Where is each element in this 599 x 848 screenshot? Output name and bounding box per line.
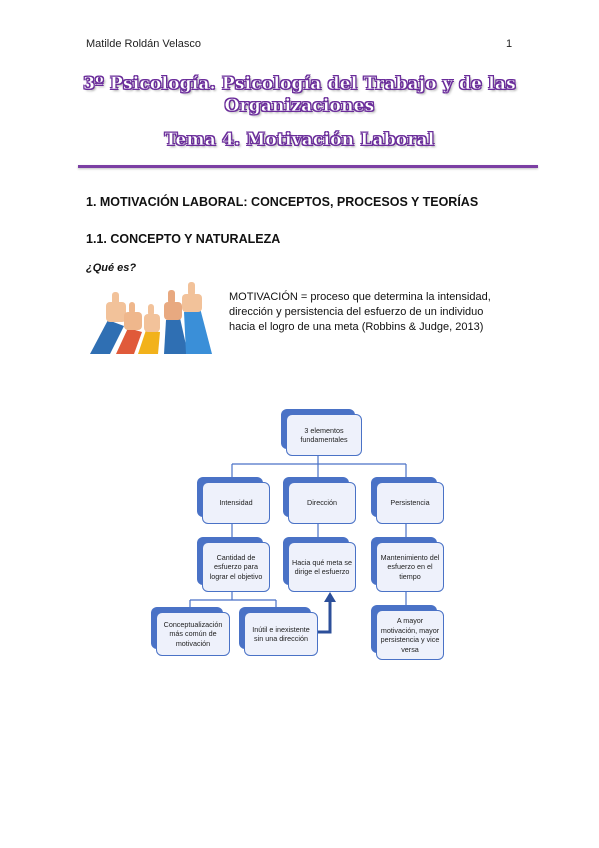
title-divider [78,165,538,168]
section-heading: 1. MOTIVACIÓN LABORAL: CONCEPTOS, PROCES… [86,195,479,209]
motivation-definition: MOTIVACIÓN = proceso que determina la in… [229,291,491,333]
diagram-node-direccion: Dirección [283,477,356,524]
diagram-node-intensidad: Intensidad [197,477,270,524]
thumbs-up-hands-icon [88,280,216,354]
diagram-node-cantidad: Cantidad de esfuerzo para lograr el obje… [197,537,270,592]
diagram-node-conceptualizacion: Conceptualización más común de motivació… [151,607,230,656]
title-line-2: Organizaciones [224,96,375,117]
diagram-node-inutil: Inútil e inexistente sin una dirección [239,607,318,656]
title-line-3: Tema 4. Motivación Laboral [164,130,435,151]
subsection-heading: 1.1. CONCEPTO Y NATURALEZA [86,232,281,246]
diagram-node-mayor: A mayor motivación, mayor persistencia y… [371,605,444,660]
page-number: 1 [506,38,513,50]
header-author: Matilde Roldán Velasco [86,38,201,50]
diagram-node-mantenimiento: Mantenimiento del esfuerzo en el tiempo [371,537,444,592]
title-line-1: 3º Psicología. Psicología del Trabajo y … [83,74,516,95]
question-label: ¿Qué es? [86,262,137,274]
diagram-root-node: 3 elementos fundamentales [281,409,362,456]
diagram-node-persistencia: Persistencia [371,477,444,524]
diagram-node-hacia: Hacia qué meta se dirige el esfuerzo [283,537,356,592]
